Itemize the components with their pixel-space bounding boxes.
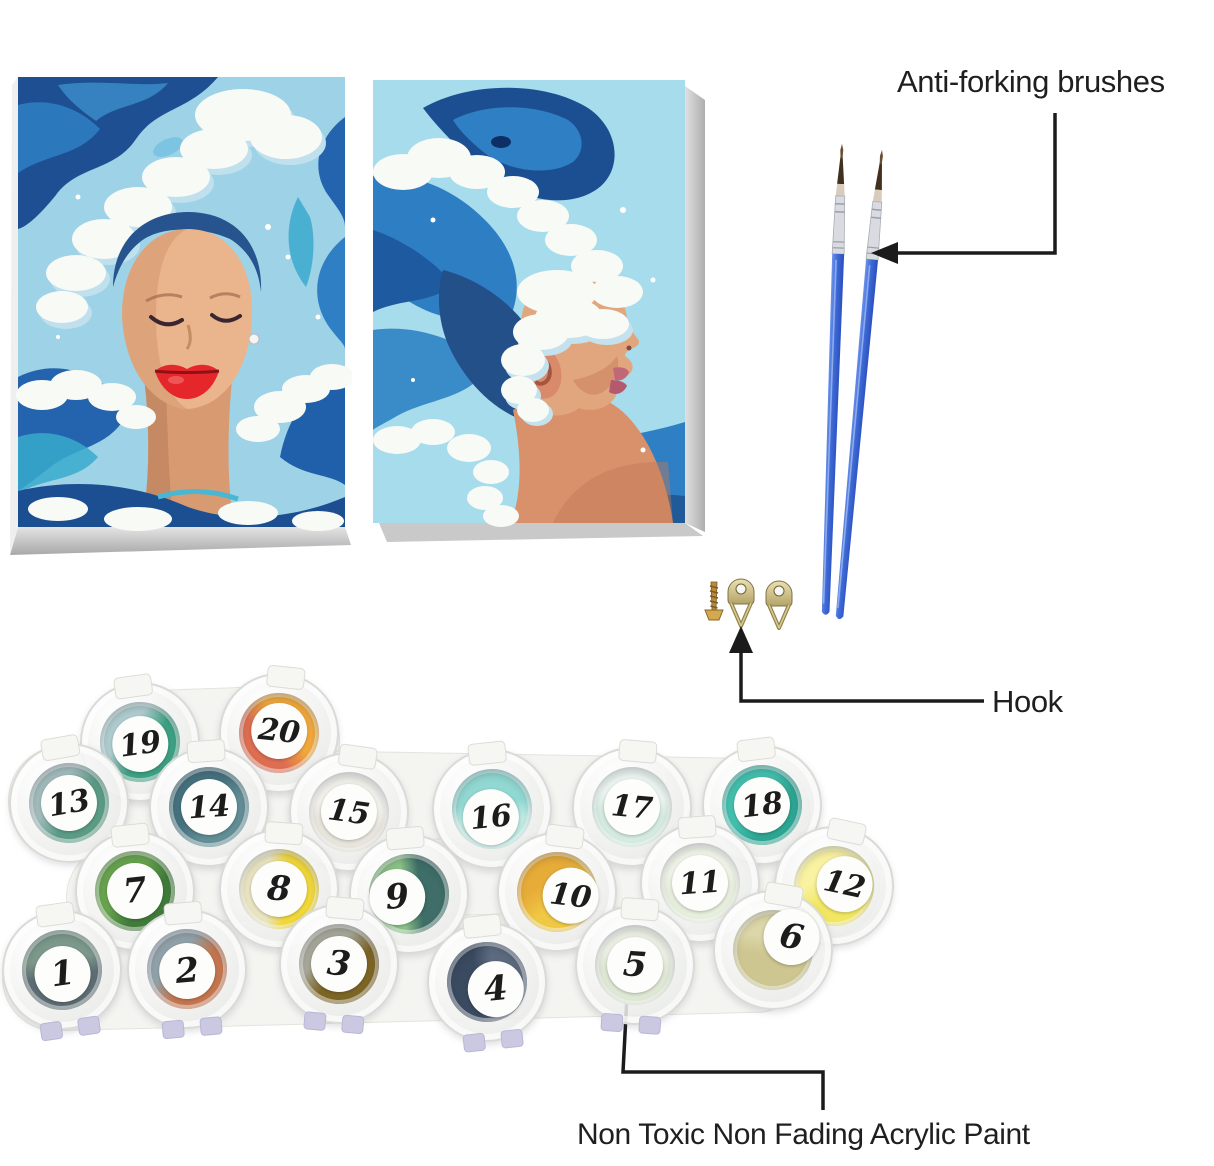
paint-label: Non Toxic Non Fading Acrylic Paint	[577, 1118, 1030, 1151]
pot-foot	[303, 1011, 327, 1032]
pot-foot	[500, 1028, 524, 1049]
pot-foot	[39, 1020, 64, 1042]
pot-lid-tab	[735, 736, 777, 763]
canvas-painting-profile	[373, 80, 705, 542]
pot-lid-tab	[39, 733, 81, 762]
pot-lid-tab	[617, 738, 658, 764]
painting-art-profile	[373, 80, 685, 527]
pot-foot	[462, 1032, 487, 1053]
pot-lid-tab	[324, 895, 365, 921]
pot-lid-tab	[677, 814, 717, 840]
screw-icon	[704, 581, 724, 621]
pot-lid-tab	[265, 664, 306, 691]
brushes-label: Anti-forking brushes	[897, 64, 1165, 99]
pot-foot	[76, 1015, 102, 1037]
pot-lid-tab	[544, 823, 586, 850]
pot-lid-tab	[825, 816, 868, 847]
canvas-painting-front	[10, 77, 352, 555]
pot-lid-tab	[462, 913, 503, 940]
canvas-left-edge	[10, 77, 18, 555]
pot-foot	[199, 1016, 223, 1037]
canvas-bottom-edge	[10, 527, 351, 555]
pot-foot	[600, 1012, 624, 1033]
painting-art-front	[16, 77, 352, 531]
pot-lid-tab	[467, 740, 508, 767]
hanging-hardware	[704, 577, 794, 630]
pot-lid-tab	[186, 738, 226, 764]
pot-lid-tab	[112, 672, 154, 700]
hook-label: Hook	[992, 684, 1063, 719]
canvas-right-edge	[685, 86, 705, 532]
pot-lid-tab	[110, 822, 151, 849]
pot-lid-tab	[163, 900, 204, 926]
pot-lid-tab	[34, 900, 76, 928]
pot-foot	[341, 1014, 365, 1035]
canvas-bottom-edge	[379, 523, 703, 542]
pot-lid-tab	[337, 743, 379, 771]
pot-lid-tab	[620, 896, 660, 922]
pot-lid-tab	[264, 820, 304, 846]
pot-foot	[161, 1019, 185, 1040]
pot-foot	[638, 1015, 662, 1035]
pot-lid-tab	[385, 825, 426, 851]
